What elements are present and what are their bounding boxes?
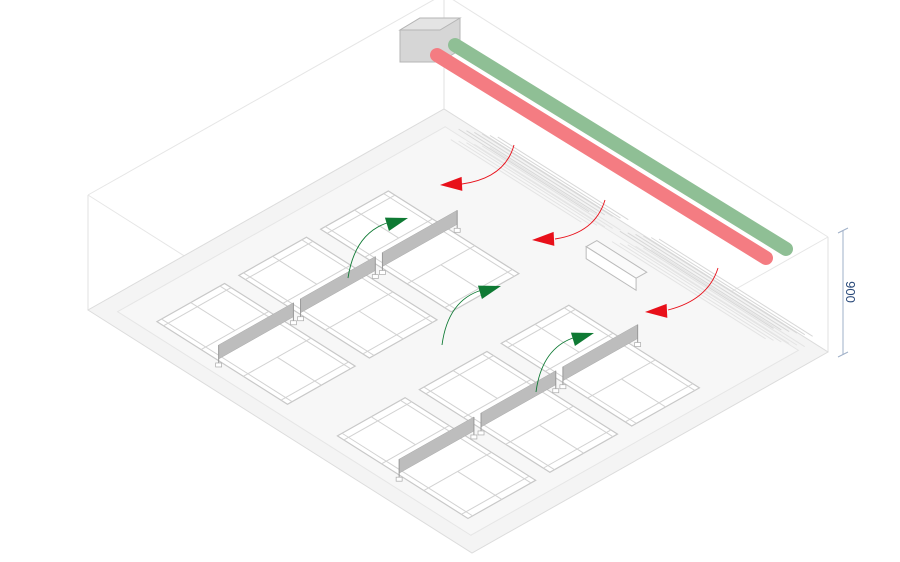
- net-post-base: [395, 476, 403, 482]
- badminton-courts: [155, 190, 701, 520]
- box-top-edge: [87, 0, 435, 196]
- court-centre-line: [370, 416, 416, 446]
- bleacher-riser: [650, 249, 806, 348]
- bleacher-riser: [450, 139, 582, 223]
- court-centre-line: [534, 323, 580, 353]
- net-post-base: [559, 384, 567, 390]
- court-boundary: [336, 396, 537, 520]
- court-boundary: [319, 190, 521, 313]
- court-centre-line: [276, 356, 322, 386]
- dimension-tick-bottom: [837, 351, 849, 358]
- height-dimension: 900: [837, 227, 858, 358]
- bleacher-step: [619, 230, 774, 329]
- supply-arrow-head: [570, 332, 594, 347]
- bleacher-riser: [611, 241, 766, 340]
- bleacher-step: [635, 233, 790, 332]
- bleacher-riser: [473, 143, 606, 228]
- bleacher-riser: [481, 145, 613, 229]
- airflow-arrows: [347, 144, 719, 393]
- court-sideline: [161, 318, 293, 403]
- net-post-base: [379, 270, 386, 275]
- net-post-base: [215, 362, 223, 368]
- return-arrow-head: [440, 176, 463, 191]
- court-sideline: [243, 272, 375, 356]
- net-post-base: [477, 430, 485, 436]
- return-arrow-head: [532, 231, 555, 246]
- supply-duct: [448, 38, 793, 256]
- bleacher-riser: [643, 247, 798, 346]
- court-boundary: [418, 350, 619, 473]
- supply-arrow-curve: [535, 336, 577, 393]
- bleacher-step: [466, 130, 598, 214]
- net-post-base: [634, 342, 642, 347]
- net-post-base: [371, 274, 379, 279]
- bleachers: [450, 128, 813, 348]
- court-boundary: [500, 304, 701, 427]
- box-top-edge: [452, 0, 829, 238]
- court-sideline: [341, 432, 473, 517]
- court-centre-line: [452, 370, 498, 399]
- air-handling-unit-top: [398, 17, 462, 31]
- bleacher-step: [458, 128, 590, 213]
- court-centre-line: [358, 310, 404, 340]
- floor-inner: [116, 126, 800, 536]
- net-post-base: [297, 316, 304, 322]
- bleacher-step: [497, 136, 629, 221]
- ventilation-ducts: [398, 17, 793, 265]
- supply-arrow-head: [477, 285, 501, 300]
- court-sideline: [219, 285, 351, 370]
- bleacher-riser: [635, 245, 790, 344]
- court-centre-line: [621, 378, 666, 408]
- court-boundary: [155, 282, 357, 405]
- net-post-base: [552, 388, 560, 394]
- court-sideline: [563, 307, 696, 391]
- bleacher-step: [658, 238, 813, 337]
- hall-floor: [87, 108, 829, 554]
- court-centre-line: [440, 264, 486, 294]
- court-sideline: [423, 386, 555, 471]
- court-centre-line: [272, 255, 318, 285]
- bleacher-step: [489, 135, 621, 219]
- return-arrow-curve: [667, 267, 719, 311]
- bleacher-riser: [458, 140, 590, 225]
- bleacher-step: [627, 232, 782, 331]
- bleacher-riser: [619, 242, 774, 341]
- court-sideline: [505, 340, 637, 424]
- court-sideline: [301, 239, 433, 323]
- bleacher-riser: [489, 147, 621, 231]
- court-centre-line: [354, 209, 399, 239]
- court-centre-line: [539, 424, 584, 454]
- court-centre-line: [457, 471, 503, 500]
- court-sideline: [325, 226, 457, 310]
- net-post-base: [470, 434, 478, 440]
- court-sideline: [383, 193, 515, 277]
- court-short-service-line: [406, 245, 475, 285]
- court-short-service-line: [364, 218, 433, 258]
- court-sideline: [482, 353, 614, 438]
- return-duct: [430, 48, 773, 265]
- bleacher-step: [481, 133, 613, 217]
- bleacher-step: [650, 237, 806, 336]
- bleacher-riser: [466, 142, 598, 226]
- supply-arrow-curve: [347, 221, 391, 279]
- dimension-label: 900: [843, 281, 858, 303]
- court-short-service-line: [545, 332, 614, 372]
- dimension-tick-top: [837, 227, 849, 234]
- bleacher-step: [473, 131, 606, 216]
- net-post-base: [453, 227, 461, 233]
- return-arrow-head: [645, 303, 668, 318]
- supply-arrow-head: [384, 217, 408, 232]
- return-arrow-curve: [461, 144, 515, 185]
- bleacher-riser: [627, 244, 782, 343]
- court-nets: [215, 209, 642, 482]
- bleacher-step: [643, 235, 798, 334]
- court-centre-line: [190, 302, 236, 331]
- equipment-box-side: [585, 245, 637, 292]
- court-short-service-line: [324, 291, 394, 331]
- return-arrow-curve: [554, 199, 606, 240]
- court-boundary: [237, 236, 439, 359]
- court-sideline: [400, 399, 532, 484]
- net-post-base: [290, 320, 297, 326]
- supply-arrow-curve: [441, 289, 483, 346]
